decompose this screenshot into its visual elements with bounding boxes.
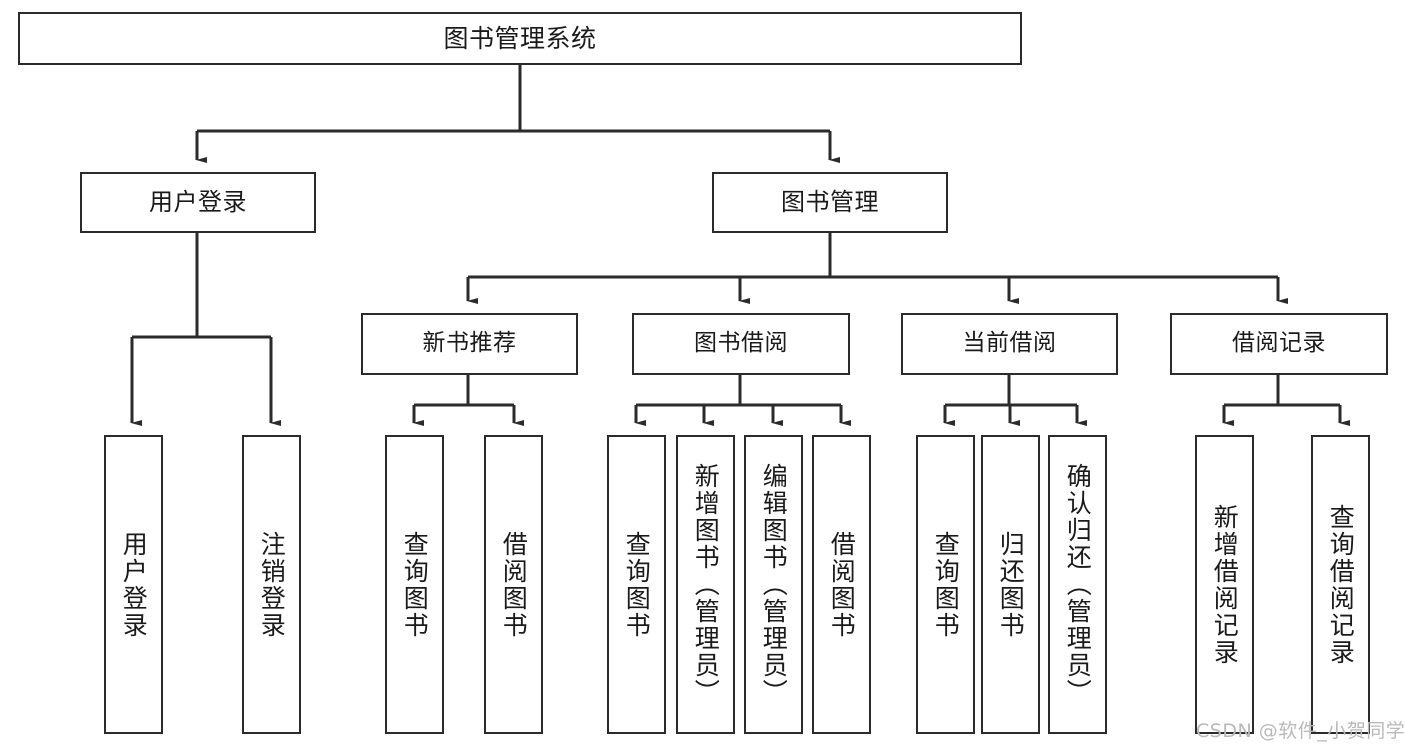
node-book-borrow[interactable]: 图书借阅: [632, 313, 850, 375]
node-label: 借阅图书: [827, 530, 857, 639]
leaf-current-query-book[interactable]: 查询图书: [916, 435, 975, 734]
leaf-recommend-borrow-book[interactable]: 借阅图书: [484, 435, 543, 734]
node-label: 借阅图书: [499, 530, 529, 639]
node-label: 图书管理: [781, 188, 879, 217]
node-label: 编辑图书（管理员）: [759, 463, 789, 706]
node-label: 新增借阅记录: [1210, 503, 1240, 666]
leaf-recommend-query-book[interactable]: 查询图书: [385, 435, 444, 734]
node-book-management[interactable]: 图书管理: [712, 172, 948, 233]
leaf-record-query-record[interactable]: 查询借阅记录: [1311, 435, 1370, 734]
node-root-system[interactable]: 图书管理系统: [18, 12, 1022, 65]
node-label: 图书借阅: [694, 330, 788, 357]
node-current-borrow[interactable]: 当前借阅: [901, 313, 1118, 375]
node-user-login[interactable]: 用户登录: [80, 172, 316, 233]
leaf-borrow-borrow-book[interactable]: 借阅图书: [812, 435, 871, 734]
node-label: 查询图书: [622, 530, 652, 639]
node-label: 查询借阅记录: [1326, 503, 1356, 666]
node-label: 查询图书: [931, 530, 961, 639]
node-label: 归还图书: [996, 530, 1026, 639]
node-label: 注销登录: [257, 530, 287, 639]
csdn-watermark: CSDN @软件_小贺同学: [1196, 720, 1405, 742]
leaf-borrow-add-book-admin[interactable]: 新增图书（管理员）: [676, 435, 735, 734]
leaf-record-add-record[interactable]: 新增借阅记录: [1195, 435, 1254, 734]
node-label: 确认归还（管理员）: [1063, 463, 1093, 706]
node-label: 图书管理系统: [443, 23, 597, 53]
leaf-borrow-query-book[interactable]: 查询图书: [607, 435, 666, 734]
node-label: 新增图书（管理员）: [691, 463, 721, 706]
node-label: 用户登录: [149, 188, 247, 217]
node-label: 查询图书: [400, 530, 430, 639]
leaf-current-return-book[interactable]: 归还图书: [981, 435, 1040, 734]
leaf-borrow-edit-book-admin[interactable]: 编辑图书（管理员）: [744, 435, 803, 734]
node-label: 新书推荐: [422, 330, 517, 357]
node-label: 用户登录: [119, 530, 149, 639]
node-label: 当前借阅: [962, 330, 1057, 357]
leaf-current-confirm-return-admin[interactable]: 确认归还（管理员）: [1048, 435, 1107, 734]
node-label: 借阅记录: [1232, 330, 1326, 357]
leaf-user-login-logout[interactable]: 注销登录: [242, 435, 301, 734]
node-new-book-recommend[interactable]: 新书推荐: [361, 313, 578, 375]
node-borrow-record[interactable]: 借阅记录: [1170, 313, 1388, 375]
leaf-user-login-login[interactable]: 用户登录: [104, 435, 163, 734]
